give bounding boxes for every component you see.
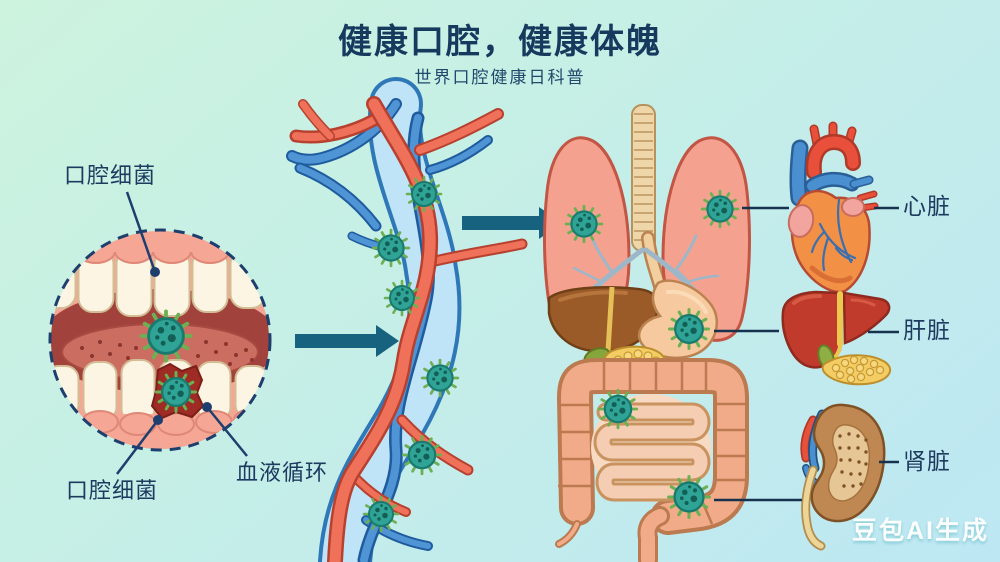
mouth-leader-lines <box>116 191 248 475</box>
upper-gum <box>51 231 269 252</box>
tongue-speckles <box>80 340 254 366</box>
label-oral-bacteria-top: 口腔细菌 <box>64 163 157 188</box>
label-kidney: 肾脏 <box>903 448 951 474</box>
kidney-icon <box>800 403 886 551</box>
arrow-right-icon <box>295 325 399 357</box>
label-heart: 心脏 <box>903 193 951 219</box>
coronary-vessels <box>810 198 857 272</box>
ai-watermark: 豆包AI生成 <box>852 517 990 545</box>
label-oral-bacteria-bottom: 口腔细菌 <box>66 478 159 503</box>
digestive-illustration <box>543 104 751 562</box>
liver-icon <box>781 290 892 386</box>
label-blood-circulation: 血液循环 <box>236 460 329 485</box>
kidney-texture <box>838 432 868 488</box>
leader-dots <box>150 267 212 425</box>
label-liver: 肝脏 <box>903 317 951 343</box>
trachea-rings <box>634 113 653 241</box>
mouth-magnifier-circle <box>48 228 272 452</box>
arrow-right-icon <box>462 207 562 239</box>
page-subtitle: 世界口腔健康日科普 <box>414 68 586 87</box>
haustra-lines <box>558 358 748 525</box>
blood-vessels-illustration <box>286 77 528 562</box>
dashed-circle <box>48 228 272 452</box>
page-title: 健康口腔，健康体魄 <box>338 23 662 61</box>
organ-connector-lines <box>714 206 899 502</box>
heart-icon <box>787 121 879 294</box>
